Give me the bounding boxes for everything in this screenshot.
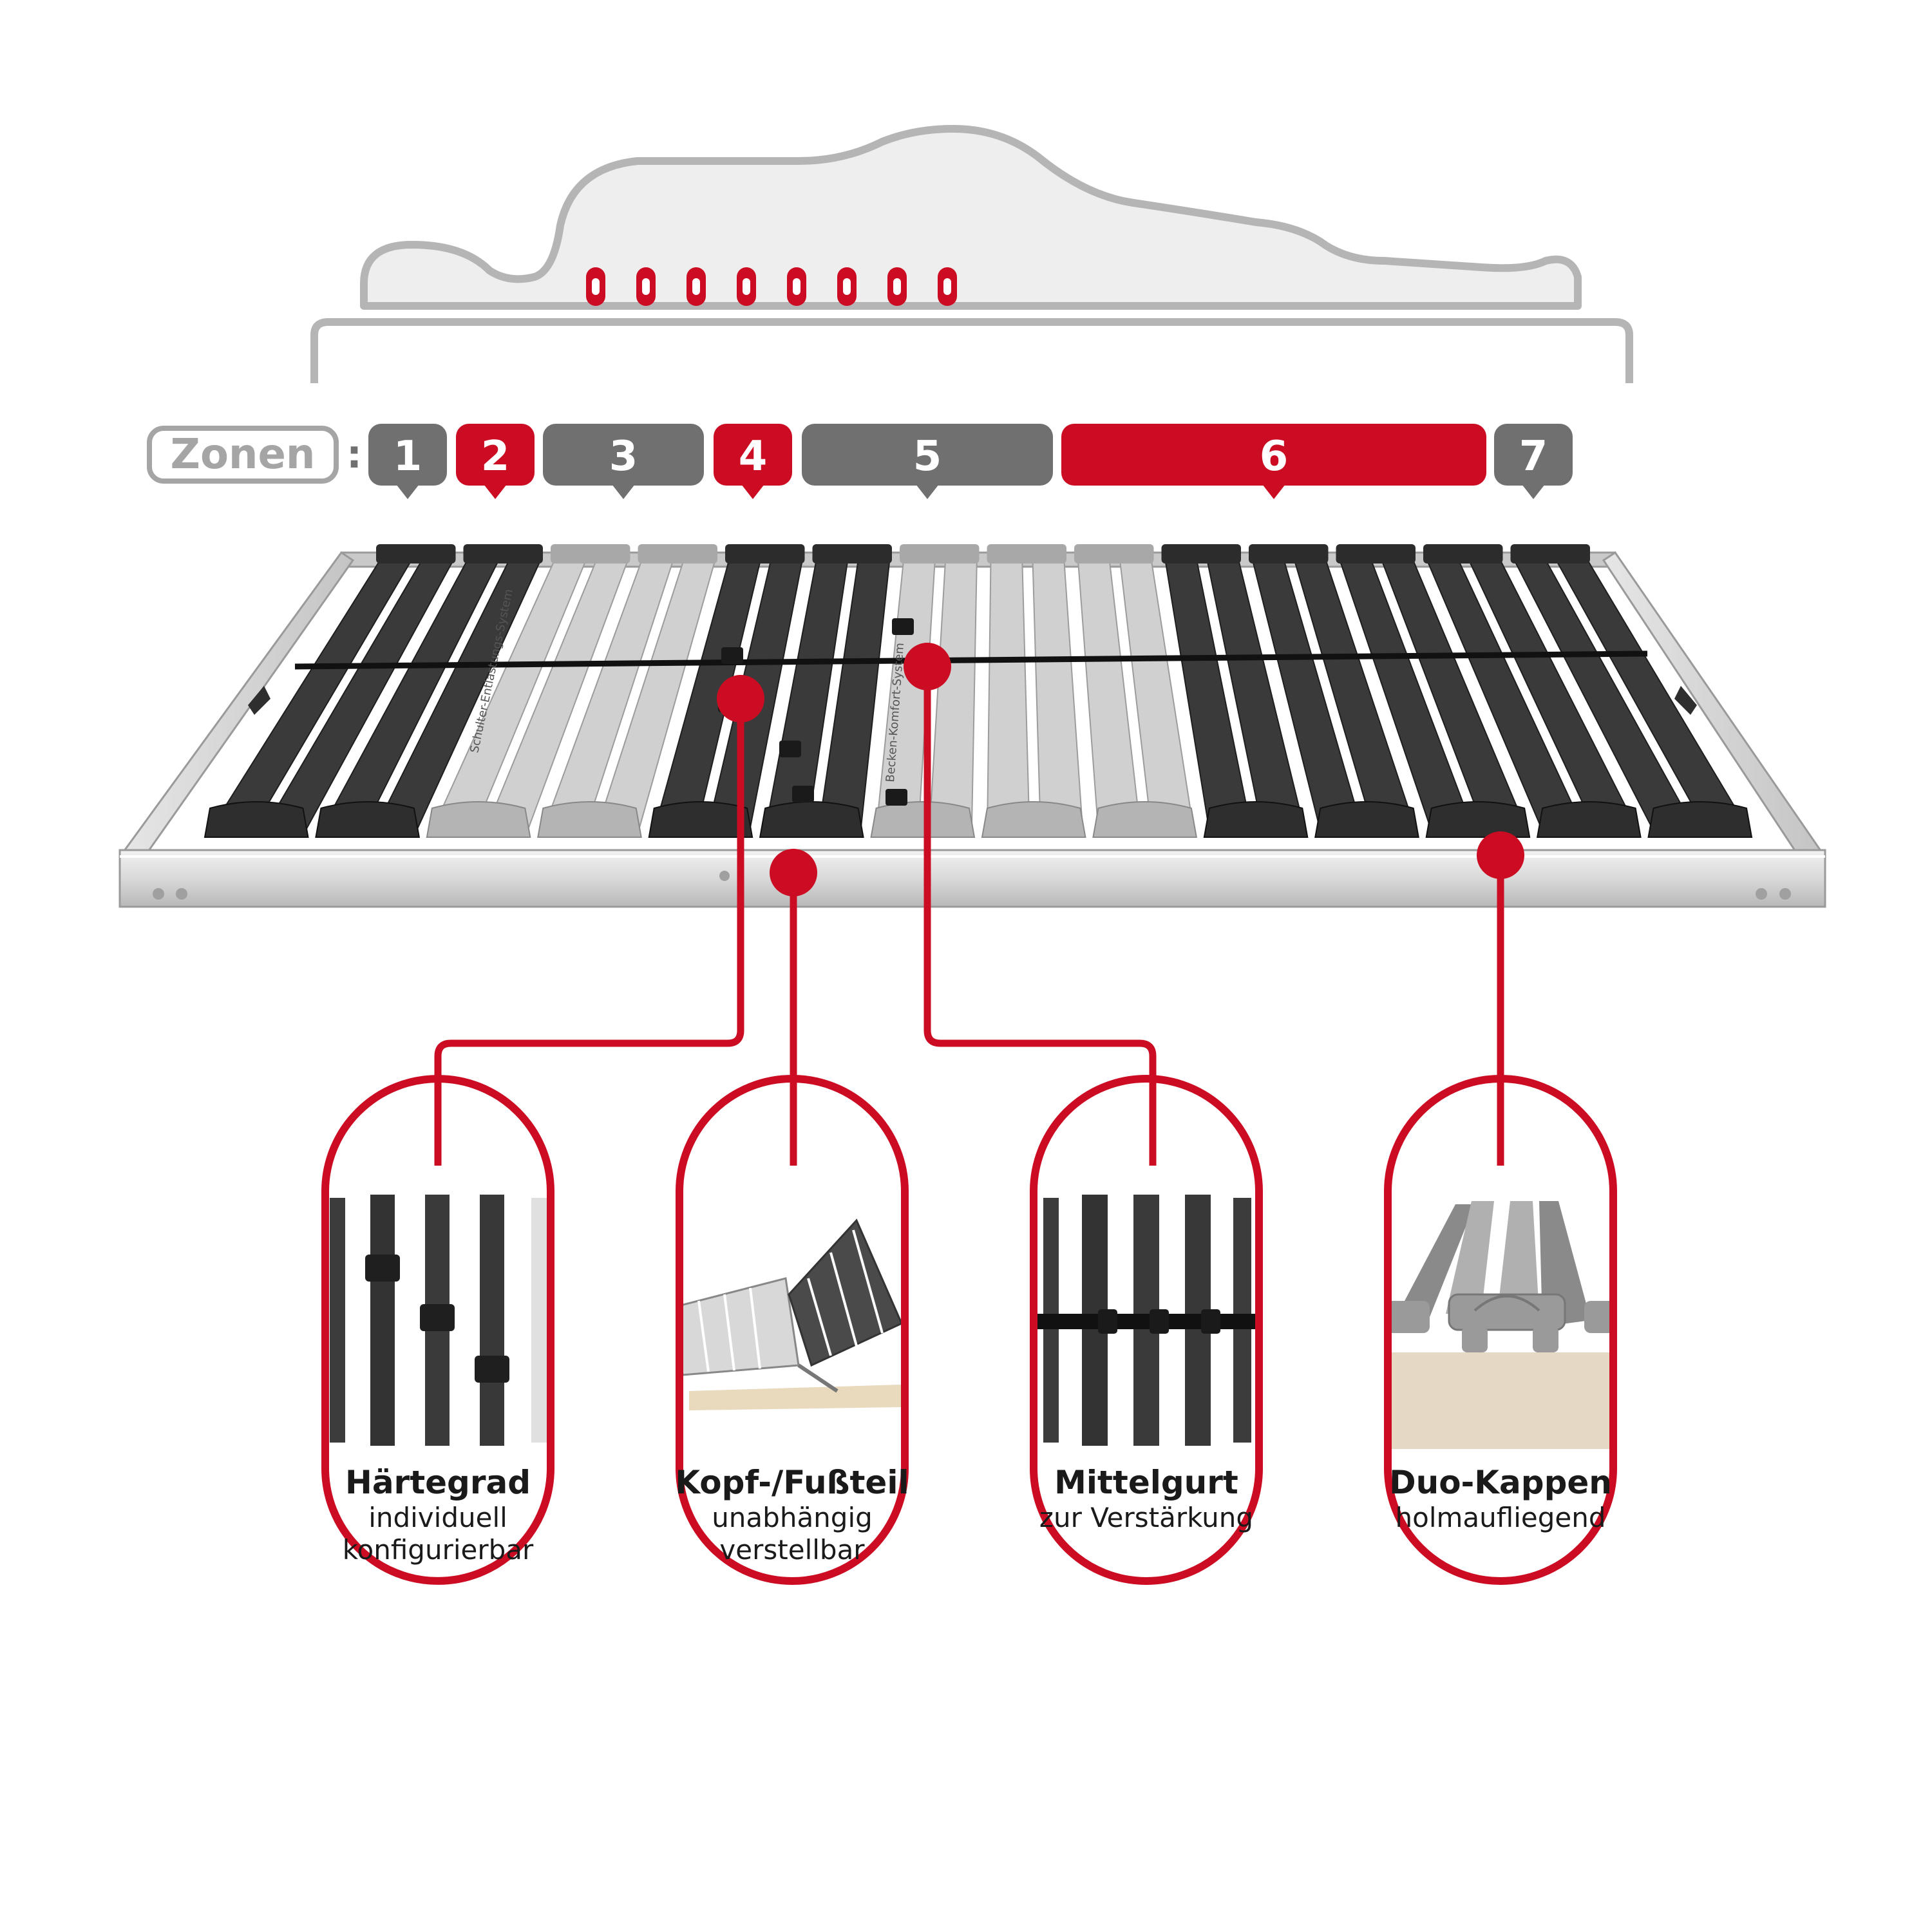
slat (929, 560, 978, 831)
slat-back-cap (638, 544, 717, 564)
slat-front-cap (648, 801, 753, 838)
zones-colon: : (346, 432, 362, 477)
feature-subtitle-line: holmaufliegend (1395, 1502, 1606, 1533)
slat-front-cap (870, 801, 976, 838)
slat-back-cap (376, 544, 456, 564)
mattress-silhouette (360, 125, 1582, 310)
slat-front-cap (1536, 801, 1642, 838)
capsule-outline-2 (676, 1075, 909, 1585)
slat-back-cap (1510, 544, 1590, 564)
feature-caption-3: Mittelgurt zur Verstärkung (1018, 1463, 1275, 1534)
slat-front-cap (981, 801, 1086, 838)
feature-card-kopf-fussteil (676, 1075, 909, 1585)
zone-pill-4: 4 (714, 424, 792, 499)
feature-card-haertegrad (321, 1075, 554, 1585)
feature-subtitle-line: konfigurierbar (342, 1534, 534, 1566)
capsule-outline-1 (321, 1075, 554, 1585)
hardness-slider (886, 789, 907, 806)
slat-front-cap (426, 801, 531, 838)
slat-front-cap (537, 801, 642, 838)
center-strap (294, 650, 1648, 670)
slat-front-cap (1314, 801, 1419, 838)
zone-6-label: 6 (1260, 433, 1289, 480)
slat-front-cap (1647, 801, 1753, 838)
feature-title: Duo-Kappen (1389, 1464, 1612, 1501)
slat-back-cap (987, 544, 1066, 564)
zone-2-label: 2 (481, 433, 510, 480)
slat-front-cap (1425, 801, 1531, 838)
slats (204, 544, 1753, 838)
feature-caption-2: Kopf-/Fußteil unabhängig verstellbar (663, 1463, 921, 1566)
hardness-slider (721, 647, 743, 664)
slat-front-cap (204, 801, 309, 838)
zone-4-label: 4 (739, 433, 768, 480)
slat-back-cap (551, 544, 630, 564)
slat (1032, 560, 1084, 831)
feature-subtitle-line: unabhängig (712, 1502, 873, 1533)
slat-back-cap (1161, 544, 1241, 564)
slat-back-cap (812, 544, 892, 564)
zone-7-label: 7 (1519, 433, 1548, 480)
hardness-slider (779, 741, 801, 757)
zone-pill-7: 7 (1494, 424, 1573, 499)
feature-title: Härtegrad (345, 1464, 531, 1501)
zones-legend: Zonen : 1 2 3 4 5 6 (147, 424, 1573, 499)
zone-pill-2: 2 (456, 424, 535, 499)
slat-back-cap (1336, 544, 1416, 564)
slat-back-cap (725, 544, 805, 564)
hardness-slider (792, 786, 814, 802)
slat-back-cap (463, 544, 543, 564)
feature-subtitle-line: verstellbar (719, 1534, 865, 1566)
feature-subtitle-line: zur Verstärkung (1039, 1502, 1254, 1533)
slat-back-cap (1074, 544, 1154, 564)
zone-pill-6: 6 (1061, 424, 1486, 499)
zone-3-label: 3 (609, 433, 638, 480)
slat-back-cap (1423, 544, 1503, 564)
slat-back-cap (900, 544, 980, 564)
zone-pill-1: 1 (368, 424, 447, 499)
duo-caps-icon (1388, 1191, 1613, 1449)
feature-title: Mittelgurt (1054, 1464, 1238, 1501)
feature-subtitle-line: individuell (368, 1502, 507, 1533)
zone-5-label: 5 (913, 433, 942, 480)
capsule-outline-3 (1030, 1075, 1263, 1585)
zone-1-label: 1 (393, 433, 422, 480)
feature-card-mittelgurt (1030, 1075, 1263, 1585)
adjustable-frame-icon (679, 1191, 905, 1449)
hardness-slider (892, 618, 914, 635)
slat-front-cap (1092, 801, 1198, 838)
connector-dots (717, 643, 1524, 896)
feature-caption-1: Härtegrad individuell konfigurierbar (309, 1463, 567, 1566)
zone-pill-3: 3 (543, 424, 704, 499)
feature-title: Kopf-/Fußteil (675, 1464, 909, 1501)
feature-caption-4: Duo-Kappen holmaufliegend (1372, 1463, 1629, 1534)
connector-lines (434, 667, 1504, 1166)
slatted-frame: Schulter-Entlastungs-System Becken-Komfo… (118, 544, 1826, 908)
slat-front-cap (315, 801, 421, 838)
zones-label-box (147, 426, 339, 484)
slat-back-cap (1249, 544, 1329, 564)
feature-card-duo-kappen (1384, 1075, 1617, 1585)
slat-slider-detail-icon (325, 1191, 551, 1449)
pressure-dot-holes (592, 278, 951, 295)
slat (986, 560, 1030, 831)
slat-front-cap (759, 801, 864, 838)
zone-pill-5: 5 (802, 424, 1053, 499)
mattress-bracket (310, 318, 1633, 383)
capsule-outline-4 (1384, 1075, 1617, 1585)
zones-label: Zonen (171, 431, 316, 478)
slat-front-cap (1203, 801, 1309, 838)
center-strap-icon (1034, 1191, 1259, 1449)
